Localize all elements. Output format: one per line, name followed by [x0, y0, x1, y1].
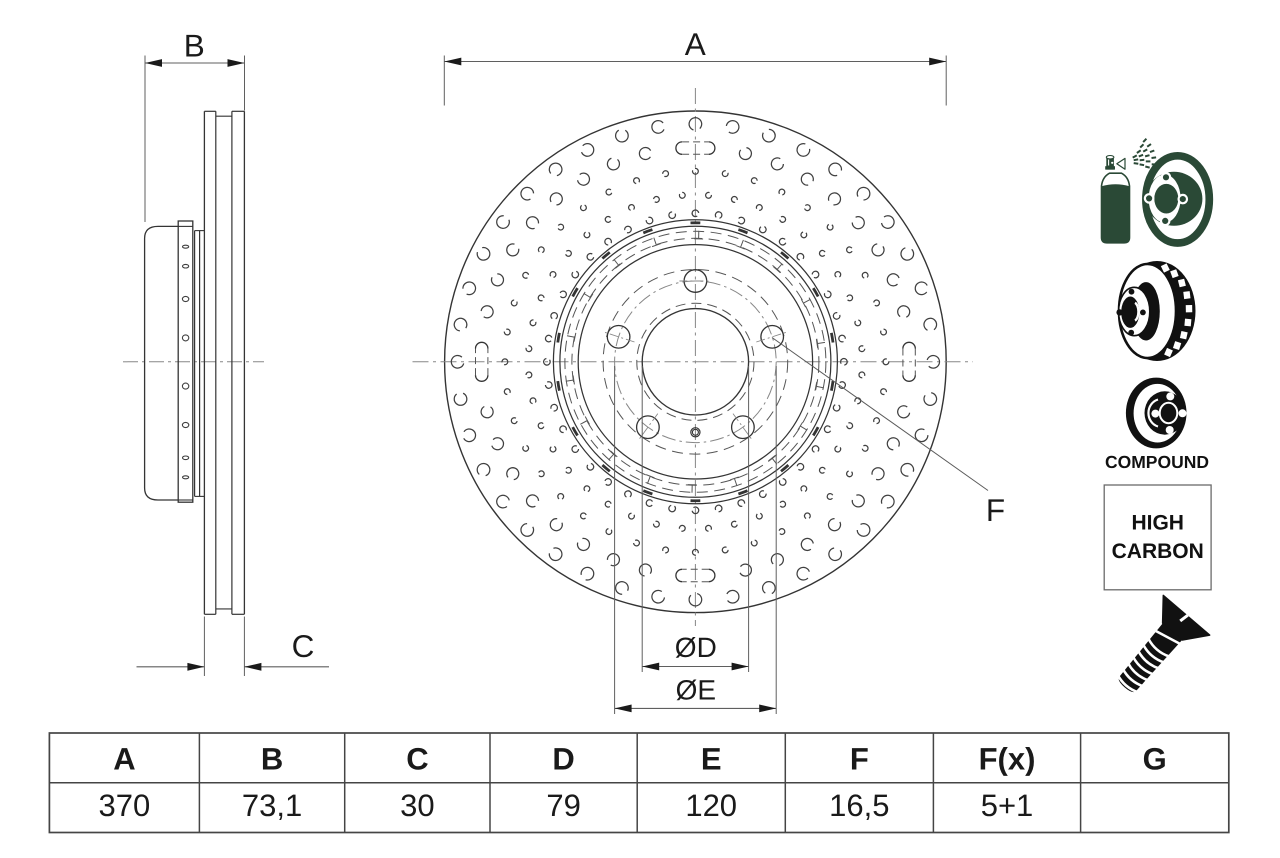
svg-text:E: E	[701, 742, 722, 777]
svg-text:79: 79	[546, 788, 580, 823]
svg-text:B: B	[261, 742, 283, 777]
svg-text:ØE: ØE	[676, 675, 716, 706]
svg-text:C: C	[292, 628, 315, 664]
svg-text:G: G	[1143, 742, 1167, 777]
svg-text:73,1: 73,1	[242, 788, 302, 823]
svg-text:D: D	[552, 742, 574, 777]
svg-text:COMPOUND: COMPOUND	[1105, 452, 1209, 472]
svg-text:CARBON: CARBON	[1112, 540, 1204, 563]
svg-text:F(x): F(x)	[979, 742, 1036, 777]
svg-text:F: F	[986, 492, 1005, 528]
svg-text:A: A	[685, 26, 706, 62]
svg-text:A: A	[113, 742, 135, 777]
svg-text:HIGH: HIGH	[1131, 512, 1184, 535]
svg-text:C: C	[406, 742, 428, 777]
svg-text:16,5: 16,5	[829, 788, 889, 823]
svg-text:F: F	[850, 742, 869, 777]
svg-text:B: B	[184, 27, 205, 63]
svg-text:ØD: ØD	[675, 632, 717, 663]
svg-text:370: 370	[99, 788, 151, 823]
svg-text:120: 120	[685, 788, 737, 823]
svg-text:30: 30	[400, 788, 434, 823]
svg-text:5+1: 5+1	[981, 788, 1034, 823]
